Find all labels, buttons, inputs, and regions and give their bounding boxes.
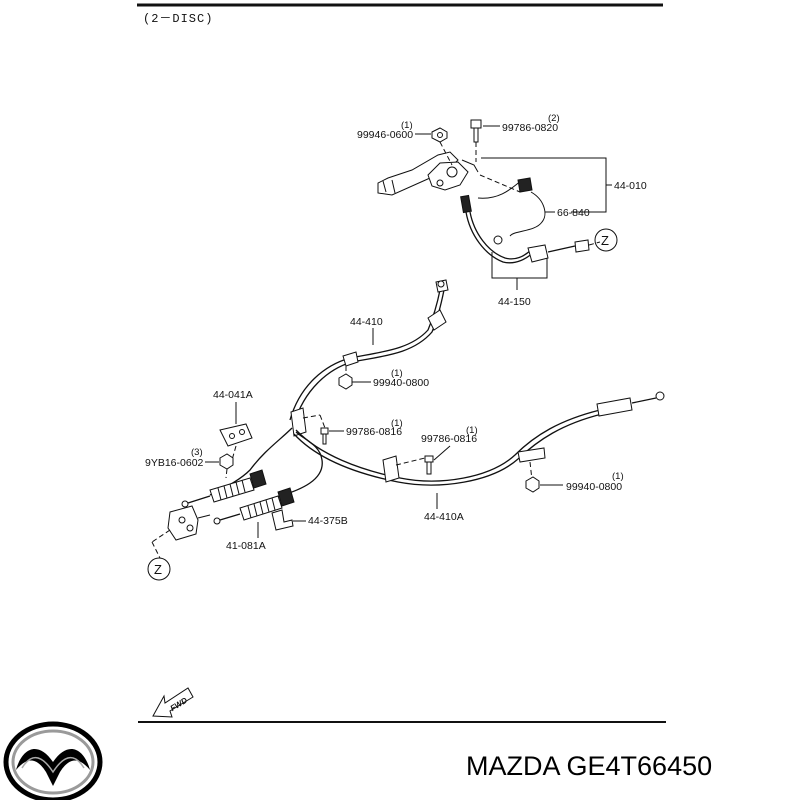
mazda-logo-icon xyxy=(3,721,103,800)
nut-99940-a xyxy=(338,373,353,390)
callout-9YB16-0602-qty: (3) xyxy=(191,447,203,458)
callout-44-150: 44-150 xyxy=(498,296,531,308)
callout-44-041A: 44-041A xyxy=(213,389,253,401)
callout-44-375B: 44-375B xyxy=(308,515,348,527)
callout-99786-0816-b: 99786-0816 xyxy=(421,433,477,445)
diagram-header: (2－DISC) xyxy=(143,12,213,26)
callout-44-010: 44-010 xyxy=(614,180,647,192)
callout-99786-0820-qty: (2) xyxy=(548,113,560,124)
callout-99946-0600: 99946-0600 xyxy=(357,129,413,141)
z-marker-top-label: Z xyxy=(601,233,609,248)
fwd-arrow-icon: FWD xyxy=(152,687,194,718)
callout-99946-0600-qty: (1) xyxy=(401,120,413,131)
callout-99940-0800-b-qty: (1) xyxy=(612,471,624,482)
callout-99786-0816-b-qty: (1) xyxy=(466,425,478,436)
callout-41-081A: 41-081A xyxy=(226,540,266,552)
front-cable-44-410: 44-410 xyxy=(289,279,449,425)
callout-99940-0800-a: 99940-0800 xyxy=(373,377,429,389)
callout-99940-0800-a-qty: (1) xyxy=(391,368,403,379)
brake-lever-assembly xyxy=(377,119,601,264)
nut-99940-b xyxy=(525,476,540,493)
callout-99940-0800-b: 99940-0800 xyxy=(566,481,622,493)
callout-99786-0820: 99786-0820 xyxy=(502,122,558,134)
z-marker-bottom-label: Z xyxy=(154,562,162,577)
left-cable-assembly xyxy=(151,423,323,559)
brand-part-number: MAZDA GE4T66450 xyxy=(466,751,712,781)
z-marker-bottom xyxy=(147,557,171,581)
callout-44-410A: 44-410A xyxy=(424,511,464,523)
bracket-44-150 xyxy=(491,252,548,279)
bracket-44-010 xyxy=(481,157,607,213)
callout-9YB16-0602: 9YB16-0602 xyxy=(145,457,204,469)
rear-cable-44-410A: 44-410A xyxy=(293,391,665,523)
callout-99786-0816-a: 99786-0816 xyxy=(346,426,402,438)
z-marker-top xyxy=(594,228,618,252)
callout-99786-0816-a-qty: (1) xyxy=(391,418,403,429)
callout-44-410: 44-410 xyxy=(350,316,383,328)
callout-66-840: 66-840 xyxy=(557,207,590,219)
